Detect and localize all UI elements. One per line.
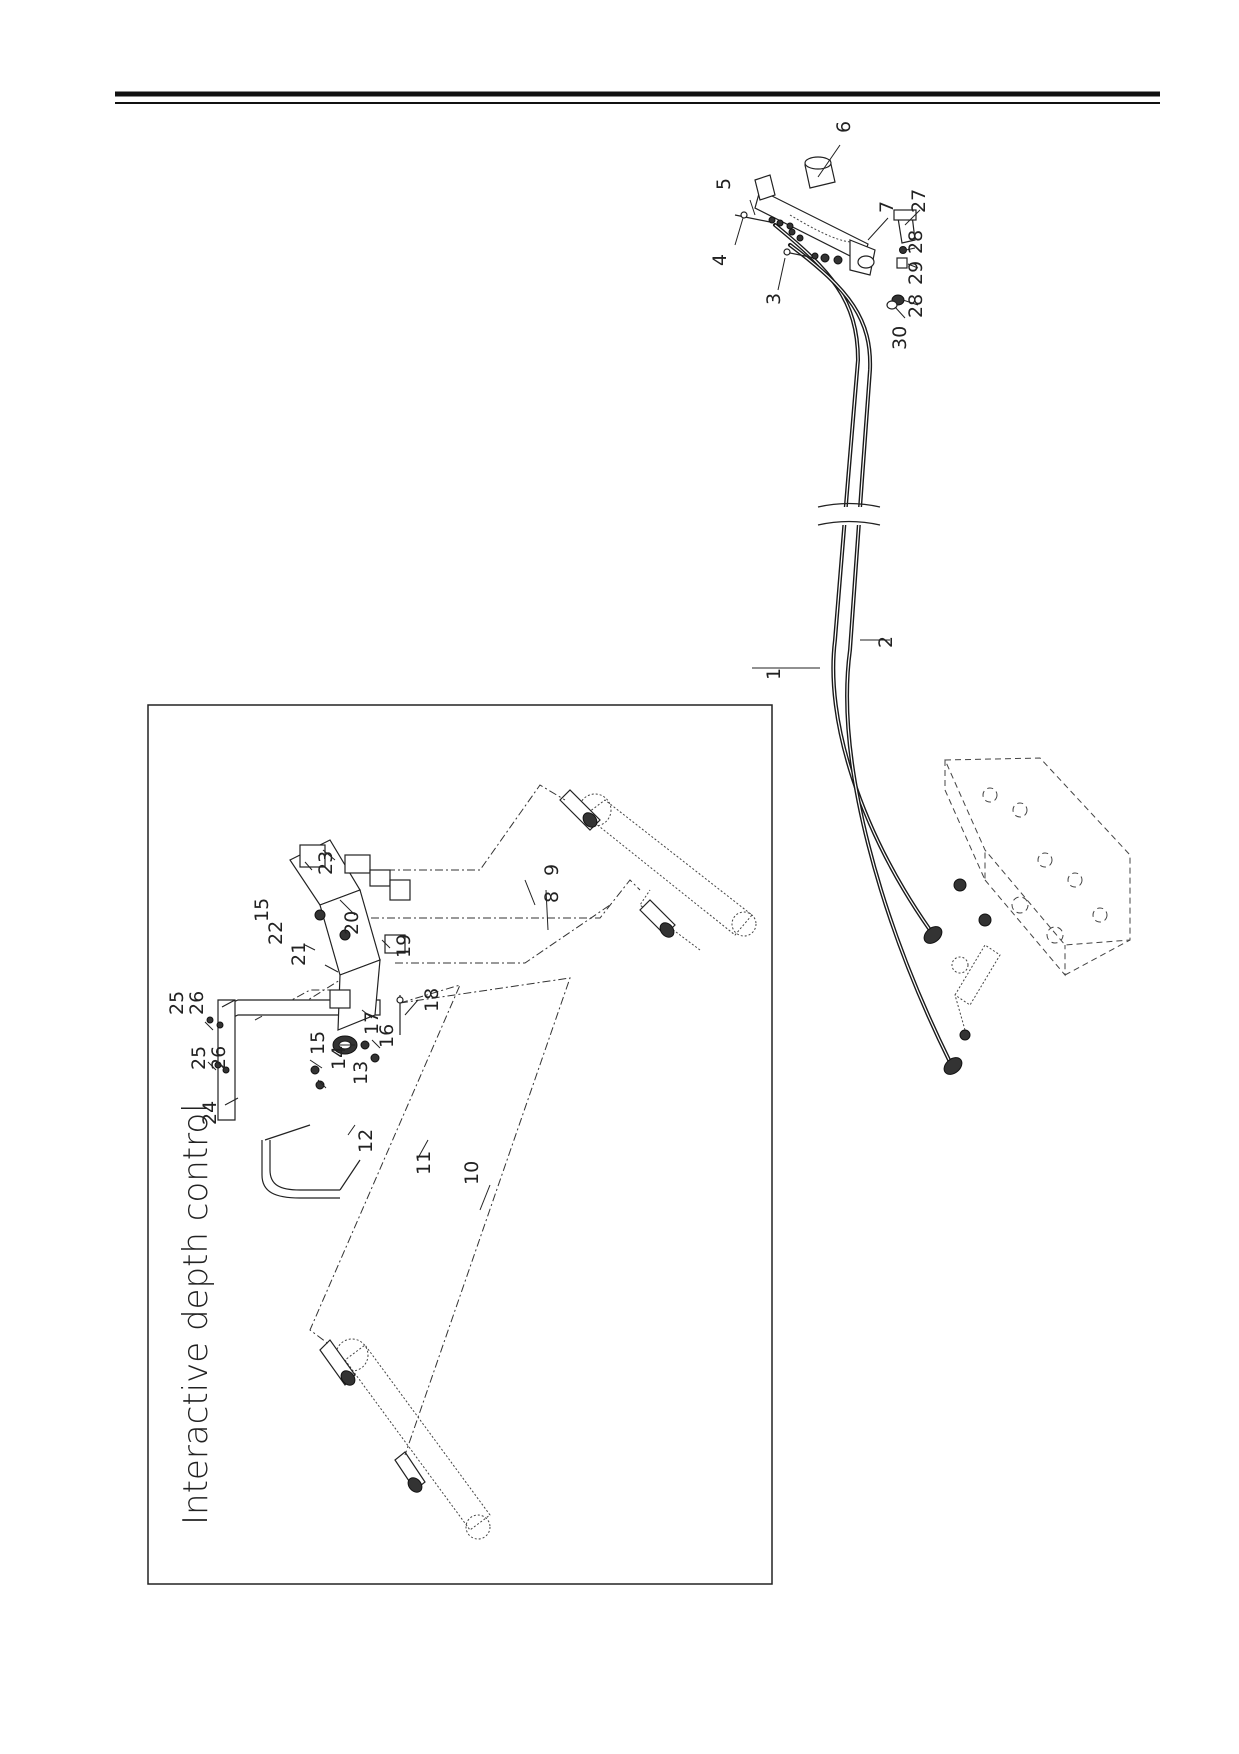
- inset-cylinder-left: [319, 1338, 491, 1540]
- callout-1: 1: [763, 668, 785, 680]
- inset-leader-lines: [204, 849, 549, 1211]
- inset-valves: [206, 839, 411, 1090]
- callout-11: 11: [413, 1151, 435, 1175]
- hose-break-symbol: [817, 502, 881, 526]
- valve-block: [944, 757, 1131, 977]
- main-leader-lines: [734, 144, 921, 669]
- header-rule: [115, 91, 1160, 104]
- inset-title: Interactive depth control: [176, 1103, 216, 1525]
- callout-22: 22: [265, 921, 287, 945]
- bolt-part-27: [893, 209, 917, 244]
- callout-28b: 28: [905, 294, 927, 318]
- callout-28a: 28: [905, 230, 927, 254]
- callout-3: 3: [763, 293, 785, 305]
- callout-15a: 15: [307, 1031, 329, 1055]
- callout-14: 14: [328, 1046, 350, 1070]
- callout-8: 8: [541, 891, 563, 903]
- callout-25a: 25: [166, 991, 188, 1015]
- callout-13: 13: [350, 1061, 372, 1085]
- callout-20: 20: [341, 911, 363, 935]
- callout-16: 16: [376, 1024, 398, 1048]
- inset-panel: Interactive depth control: [147, 704, 773, 1585]
- callout-5: 5: [713, 178, 735, 190]
- callout-27: 27: [908, 189, 930, 213]
- callout-19: 19: [393, 934, 415, 958]
- callout-4: 4: [709, 254, 731, 266]
- callout-18: 18: [421, 988, 443, 1012]
- callout-10: 10: [461, 1161, 483, 1185]
- main-callouts: 1 2 3 4 5 6 7 27 28 29 28 30: [709, 121, 930, 680]
- callout-29: 29: [905, 261, 927, 285]
- callout-23: 23: [315, 851, 337, 875]
- callout-6: 6: [833, 121, 855, 133]
- callout-21: 21: [288, 942, 310, 966]
- callout-25b: 25: [188, 1046, 210, 1070]
- callout-7: 7: [876, 201, 898, 213]
- hose-bracket: [754, 174, 876, 276]
- callout-26a: 26: [186, 991, 208, 1015]
- callout-17: 17: [361, 1011, 383, 1035]
- inset-cylinder-right: [559, 789, 757, 951]
- callout-9: 9: [541, 864, 563, 876]
- callout-24: 24: [199, 1101, 221, 1125]
- inset-callouts: 8 9 10 11 12 13 14 15 16 17 18 19 20 21 …: [166, 851, 563, 1185]
- callout-26b: 26: [208, 1046, 230, 1070]
- sleeve-part-6: [804, 156, 836, 189]
- callout-12: 12: [355, 1129, 377, 1153]
- callout-15b: 15: [251, 898, 273, 922]
- main-hose-assembly: [734, 156, 1131, 1075]
- inset-frame-bracket: [217, 999, 381, 1199]
- callout-2: 2: [875, 636, 897, 648]
- callout-30: 30: [889, 326, 911, 350]
- cylinder-small: [951, 878, 1001, 1041]
